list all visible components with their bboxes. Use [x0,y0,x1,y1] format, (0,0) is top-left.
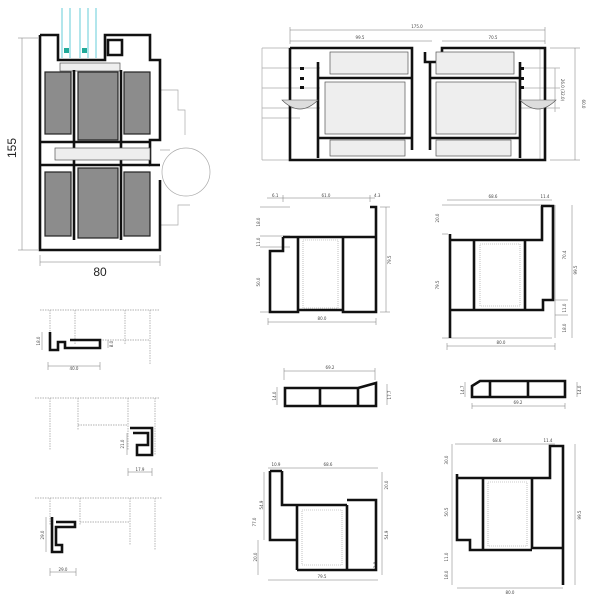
dim-label: 29.0 [59,567,68,572]
sash-outline [160,89,190,226]
assembly-insulation [324,51,517,157]
width-label: 80 [93,265,107,279]
dim-label: 80.0 [506,590,515,595]
dim-label: 77.0 [252,517,257,526]
dim-label: 68.6 [489,194,498,199]
detail-1: 18.0 40.0 8.0 [36,309,160,371]
dim-label: 18.0 [562,323,567,332]
dim-label: 11.4 [544,438,553,443]
dim-label: 79.5 [318,574,327,579]
dim-label: 99.5 [577,510,582,519]
detail-2: 21.0 17.9 [35,397,160,476]
insulation-blocks [44,71,151,239]
main-section: 155 80 [5,8,211,279]
profile-c: 69.2 14.0 17.7 [272,365,392,408]
dim-label: 11.0 [444,552,449,561]
assembly-section: 175.0 99.5 70.5 60.0 26.0 (32.0) [261,24,586,162]
dim-label: 68.6 [324,462,333,467]
glazing-spacers [300,67,524,89]
dim-label: 70.4 [562,250,567,259]
depth-label: 60.0 [581,100,586,109]
dim-label: 20.0 [253,552,258,561]
dim-label: 10.9 [272,462,281,467]
dim-label: 54.9 [384,530,389,539]
profile-b: 68.6 11.4 20.0 79.5 70.4 99.5 11.0 18.0 … [435,194,578,350]
glazing-bead [106,38,124,57]
dim-label: 40.0 [70,366,79,371]
right-width: 70.5 [489,35,498,40]
overall-width: 175.0 [411,24,423,29]
dim-label: 99.5 [573,265,578,274]
dim-label: 11.4 [541,194,550,199]
dim-label: 80.0 [318,316,327,321]
profile-f-outline [455,444,565,585]
dim-label: 61.0 [322,193,331,198]
profile-e: 10.9 68.6 20.0 54.9 77.0 54.9 20.0 3.8 7… [252,462,389,581]
detail-3: 29.0 29.0 [35,497,162,576]
mullion [40,70,150,240]
dim-label: 18.0 [444,570,449,579]
profile-a: 6.1 61.0 4.3 18.0 11.0 50.0 79.5 80.0 [256,193,392,325]
dim-label: 50.0 [256,277,261,286]
dim-label: 29.0 [40,530,45,539]
glass-panes [61,8,97,58]
dim-label: 20.0 [435,213,440,222]
dim-label: 11.0 [256,237,261,246]
profile-e-outline [268,469,378,572]
dim-label: 14.7 [460,385,465,394]
profile-f: 68.6 11.4 30.0 50.5 11.0 18.0 99.5 80.0 [444,438,582,595]
dim-label: 6.1 [272,193,279,198]
left-width: 99.5 [356,35,365,40]
dim-label: 14.0 [272,391,277,400]
dim-label: 8.0 [109,340,114,347]
profile-a-outline [268,205,378,314]
gasket [281,99,557,110]
dim-label: 17.7 [387,390,392,399]
dim-label: 54.9 [259,500,264,509]
glazing-label: 26.0 (32.0) [560,79,565,102]
dim-label: 4.3 [374,193,381,198]
dim-label: 50.5 [444,507,449,516]
dim-label: 18.0 [36,336,41,345]
dim-label: 79.5 [387,255,392,264]
assembly-inner-profile [316,62,522,158]
detail-2-profile [130,426,154,457]
dim-label: 69.2 [326,365,335,370]
gasket-top [59,62,121,72]
dim-label: 69.2 [514,400,523,405]
dim-label: 14.0 [577,385,582,394]
assembly-outer-profile [288,46,547,162]
profile-b-outline [448,204,555,338]
dim-label: 80.0 [497,340,506,345]
dim-label: 17.9 [136,467,145,472]
dim-label: 30.0 [444,455,449,464]
thermal-break [54,147,151,161]
dim-label: 11.0 [562,303,567,312]
profile-d: 14.7 14.0 69.2 [460,379,582,409]
dim-label: 79.5 [435,280,440,289]
detail-3-profile [50,517,77,554]
dim-label: 20.0 [384,480,389,489]
dim-label: 21.0 [120,439,125,448]
detail-1-profile [48,332,102,352]
dim-label: 68.6 [493,438,502,443]
hinge-outline [161,147,211,197]
dim-label: 18.0 [256,217,261,226]
height-label: 155 [5,138,19,158]
profile-c-outline [283,381,378,408]
profile-d-outline [470,379,567,399]
